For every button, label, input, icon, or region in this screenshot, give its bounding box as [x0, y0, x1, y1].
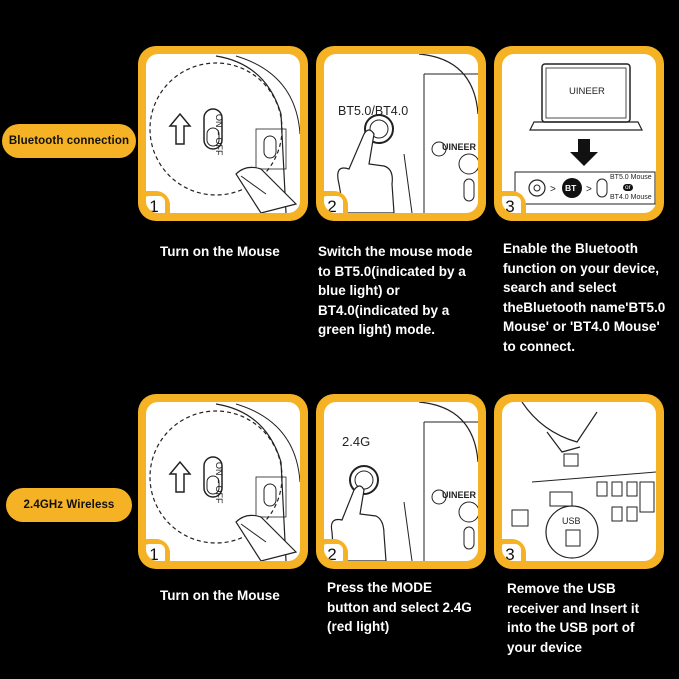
bt40-mouse-text: BT4.0 Mouse	[610, 194, 652, 201]
brand-text: UINEER	[442, 142, 477, 152]
or-text: or	[623, 184, 633, 191]
bt-badge-text: BT	[565, 183, 577, 193]
usb-receiver-illustration	[511, 402, 656, 559]
wireless-2-4ghz-label: 2.4GHz Wireless	[6, 488, 132, 522]
svg-text:>: >	[550, 184, 556, 195]
step-number: 1	[146, 191, 170, 213]
step-number: 3	[502, 191, 526, 213]
step-number: 2	[324, 539, 348, 561]
bt50-mouse-text: BT5.0 Mouse	[610, 174, 652, 181]
step-number: 3	[502, 539, 526, 561]
bluetooth-pairing-illustration: > >	[514, 63, 656, 205]
on-off-text: ON – OFF	[214, 462, 224, 504]
mouse-switch-illustration	[149, 55, 300, 213]
wireless-step2-caption: Press the MODE button and select 2.4G (r…	[327, 580, 472, 634]
brand-text: UINEER	[442, 490, 477, 500]
bt-step1-caption: Turn on the Mouse	[160, 244, 280, 259]
mode-button-illustration	[337, 54, 478, 213]
wireless-step3-panel: USB 3	[494, 394, 664, 569]
bluetooth-connection-label: Bluetooth connection	[2, 124, 136, 158]
bt-step3-caption: Enable the Bluetooth function on your de…	[503, 241, 666, 354]
step-number: 2	[324, 191, 348, 213]
bt-step2-caption: Switch the mouse mode to BT5.0(indicated…	[318, 244, 473, 337]
bt-step2-panel: BT5.0/BT4.0 UINEER 2	[316, 46, 486, 221]
wireless-step1-caption: Turn on the Mouse	[160, 588, 280, 603]
mouse-switch-illustration	[149, 403, 300, 561]
bt-step3-panel: > > UINEER BT BT5.0 Mouse or BT4.0 Mouse…	[494, 46, 664, 221]
mode-button-illustration	[330, 402, 478, 561]
mode-text: 2.4G	[342, 434, 371, 449]
usb-text: USB	[562, 516, 581, 526]
svg-text:>: >	[586, 184, 592, 195]
bt-step1-panel: ON – OFF 1	[138, 46, 308, 221]
wireless-step2-panel: 2.4G UINEER 2	[316, 394, 486, 569]
laptop-screen-text: UINEER	[569, 86, 605, 97]
wireless-step1-panel: ON – OFF 1	[138, 394, 308, 569]
mode-text: BT5.0/BT4.0	[338, 104, 409, 118]
step-number: 1	[146, 539, 170, 561]
on-off-text: ON – OFF	[214, 114, 224, 156]
wireless-step3-caption: Remove the USB receiver and Insert it in…	[507, 581, 640, 655]
